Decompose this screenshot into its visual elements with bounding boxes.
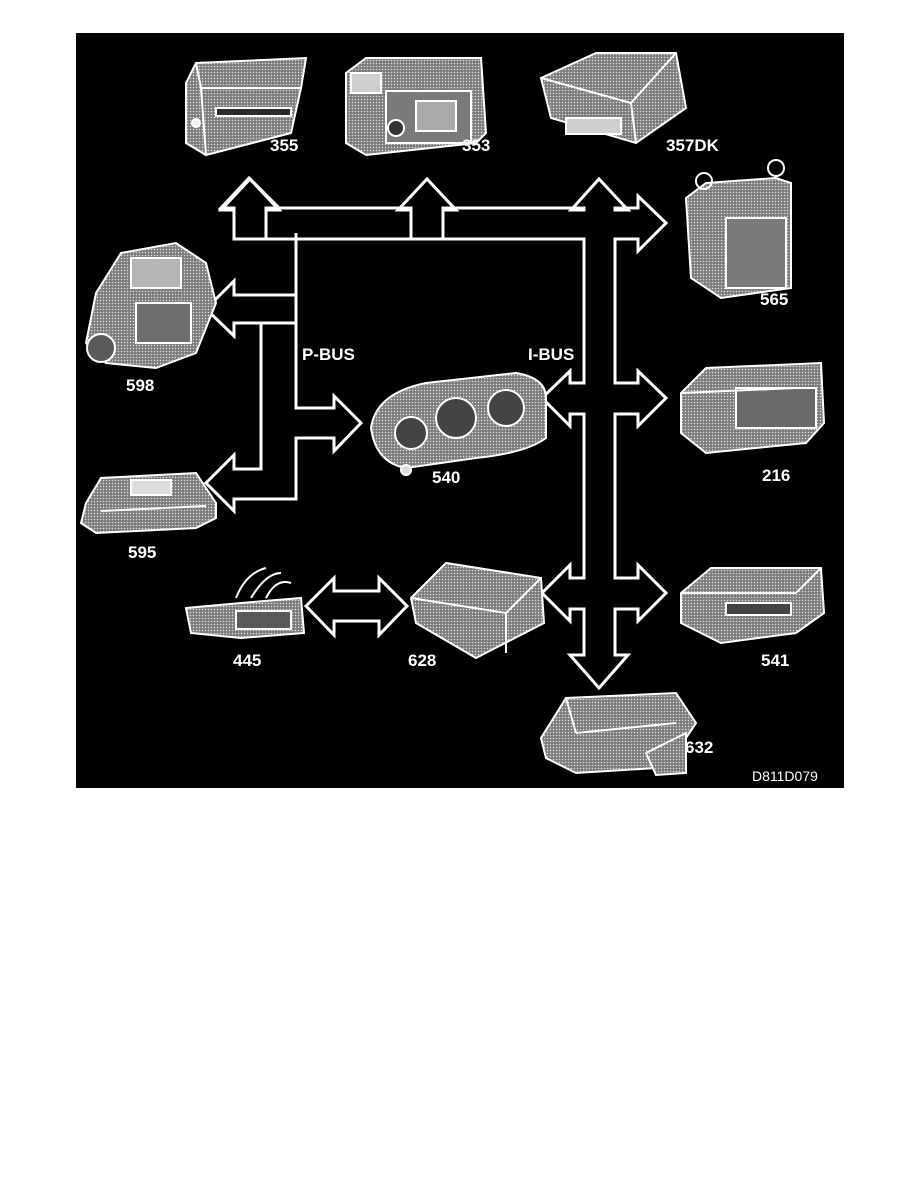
arrow-445-628 bbox=[303, 574, 410, 639]
module-label-355: 355 bbox=[270, 136, 299, 155]
module-label-598: 598 bbox=[126, 376, 155, 395]
p-bus-outline bbox=[203, 233, 298, 340]
module-label-541: 541 bbox=[761, 651, 790, 670]
module-355-drawing bbox=[185, 56, 308, 157]
module-357dk-drawing bbox=[539, 52, 688, 145]
module-598-drawing bbox=[84, 241, 218, 370]
module-445-drawing bbox=[184, 567, 306, 640]
module-label-595: 595 bbox=[128, 543, 157, 562]
module-632-drawing bbox=[539, 691, 698, 777]
i-bus-outline-top bbox=[217, 176, 669, 691]
module-label-540: 540 bbox=[432, 468, 461, 487]
figure-code: D811D079 bbox=[752, 768, 818, 784]
components bbox=[79, 52, 826, 777]
i-bus-label: I-BUS bbox=[528, 345, 575, 364]
module-label-445: 445 bbox=[233, 651, 262, 670]
bus-lines bbox=[203, 175, 669, 691]
module-628-drawing bbox=[409, 561, 546, 660]
module-label-216: 216 bbox=[762, 466, 791, 485]
p-bus-label: P-BUS bbox=[302, 345, 355, 364]
module-label-565: 565 bbox=[760, 290, 789, 309]
wiring-diagram: P-BUS I-BUS 355 353 357DK 565 598 540 21… bbox=[76, 33, 844, 788]
module-565-drawing bbox=[684, 159, 792, 300]
module-595-drawing bbox=[79, 471, 217, 535]
bus-diagram-graphics bbox=[79, 52, 826, 777]
module-label-628: 628 bbox=[408, 651, 437, 670]
module-label-632: 632 bbox=[685, 738, 714, 757]
module-540-drawing bbox=[369, 371, 547, 476]
module-label-357dk: 357DK bbox=[666, 136, 719, 155]
module-label-353: 353 bbox=[462, 136, 491, 155]
module-541-drawing bbox=[680, 567, 826, 645]
module-216-drawing bbox=[680, 361, 826, 455]
module-353-drawing bbox=[345, 57, 488, 157]
